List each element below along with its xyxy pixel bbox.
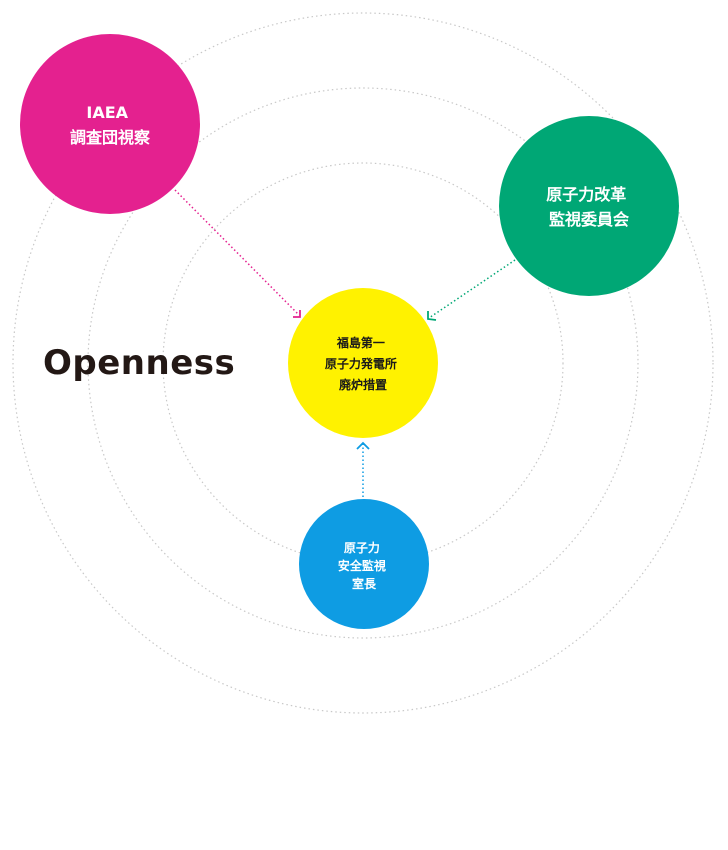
reform-committee-node <box>499 116 679 296</box>
ring-outer <box>12 12 714 714</box>
iaea-label: IAEA 調査団視察 <box>70 103 151 147</box>
connector-reform <box>428 259 516 319</box>
arrowhead-iaea <box>293 310 301 318</box>
arrowhead-safety <box>356 441 370 450</box>
ring-middle <box>87 87 639 639</box>
arrowhead-reform <box>427 311 437 321</box>
iaea-node <box>20 34 200 214</box>
ring-inner <box>162 162 564 564</box>
center-label: 福島第一 原子力発電所 廃炉措置 <box>325 335 401 392</box>
center-node <box>288 288 438 438</box>
safety-supervision-node <box>299 499 429 629</box>
connector-iaea <box>174 189 300 316</box>
safety-supervision-label: 原子力 安全監視 室長 <box>338 540 390 591</box>
reform-committee-label: 原子力改革 監視委員会 <box>546 185 632 229</box>
diagram-title: Openness <box>43 343 236 383</box>
